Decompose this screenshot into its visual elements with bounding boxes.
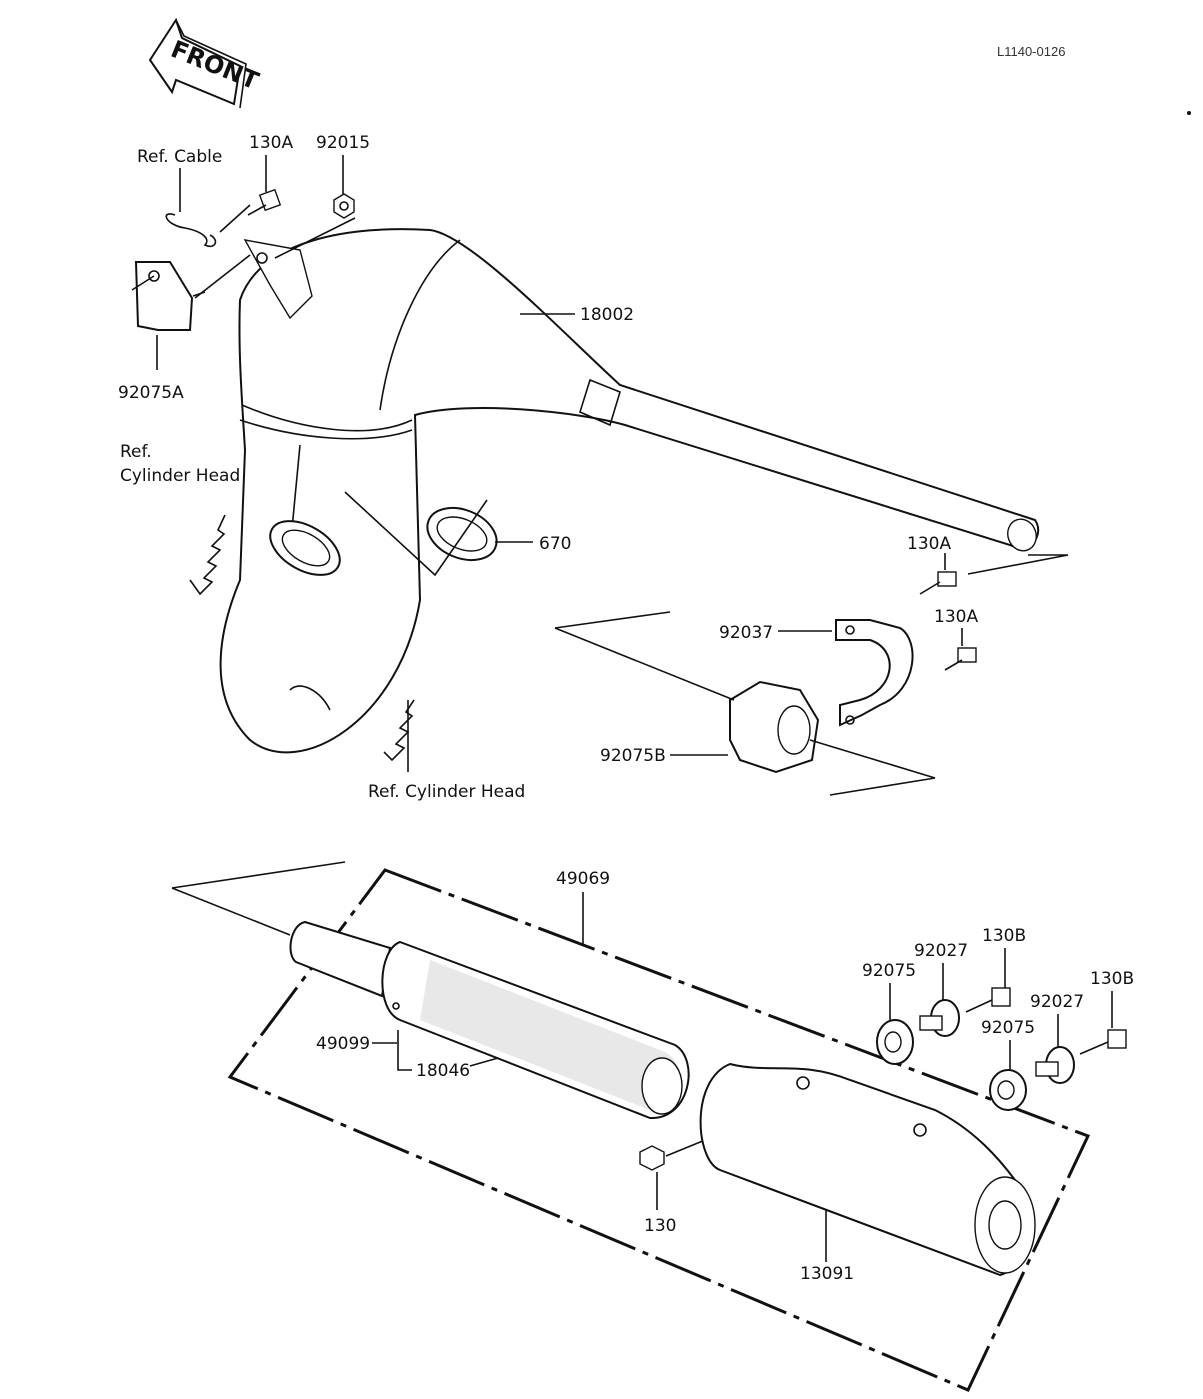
- part-130a-label-right-1: 130A: [907, 534, 951, 554]
- part-92027-label-1: 92027: [914, 941, 968, 961]
- ref-cylinder-head-label-1a: Ref.: [120, 442, 152, 462]
- bolt-130a-icon: [247, 155, 282, 216]
- clamp-92037-icon: [778, 619, 914, 727]
- part-92027-label-2: 92027: [1030, 992, 1084, 1012]
- reference-code: L1140-0126: [997, 44, 1065, 59]
- collar-92027-icon: [1035, 1046, 1075, 1084]
- part-130-label: 130: [644, 1216, 676, 1236]
- bolt-130b-icon: [1079, 1029, 1127, 1055]
- bracket-92075a-icon: [131, 261, 206, 370]
- part-49099-label: 49099: [316, 1034, 370, 1054]
- part-92037-label: 92037: [719, 623, 773, 643]
- part-13091-label: 13091: [800, 1264, 854, 1284]
- spring-icon: [383, 699, 415, 772]
- collar-92027-icon: [919, 999, 960, 1037]
- silencer-housing-13091-icon: [699, 1062, 1036, 1277]
- part-92075-label-1: 92075: [862, 961, 916, 981]
- part-130b-label-1: 130B: [982, 926, 1026, 946]
- front-arrow-icon: FRONT: [148, 17, 263, 109]
- grommet-92075-icon: [989, 1069, 1027, 1111]
- part-92015-label: 92015: [316, 133, 370, 153]
- grommet-92075-icon: [876, 1019, 914, 1065]
- gasket-670-icon: [344, 491, 533, 577]
- part-130b-label-2: 130B: [1090, 969, 1134, 989]
- part-92075a-label: 92075A: [118, 383, 184, 403]
- rubber-mount-92075b-icon: [554, 611, 936, 796]
- part-670-label: 670: [539, 534, 571, 554]
- part-130a-label-right-2: 130A: [934, 607, 978, 627]
- spring-icon: [189, 514, 226, 596]
- part-18046-label: 18046: [416, 1061, 470, 1081]
- part-92075b-label: 92075B: [600, 746, 666, 766]
- silencer-assembly-outline: [171, 861, 1091, 1392]
- ref-cable-icon: [165, 168, 217, 248]
- ref-cylinder-head-label-1b: Cylinder Head: [120, 466, 240, 486]
- part-49069-label: 49069: [556, 869, 610, 889]
- part-130a-label: 130A: [249, 133, 293, 153]
- part-92075-label-2: 92075: [981, 1018, 1035, 1038]
- bolt-130a-icon: [919, 553, 957, 595]
- bolt-130b-icon: [965, 987, 1011, 1013]
- nut-92015-icon: [333, 155, 355, 219]
- bolt-130a-icon: [944, 628, 977, 671]
- ref-cylinder-head-label-2: Ref. Cylinder Head: [368, 782, 525, 802]
- expansion-chamber-icon: [194, 204, 1040, 754]
- ref-cable-label: Ref. Cable: [137, 147, 222, 167]
- silencer-core-icon: [289, 920, 690, 1120]
- part-18002-label: 18002: [580, 305, 634, 325]
